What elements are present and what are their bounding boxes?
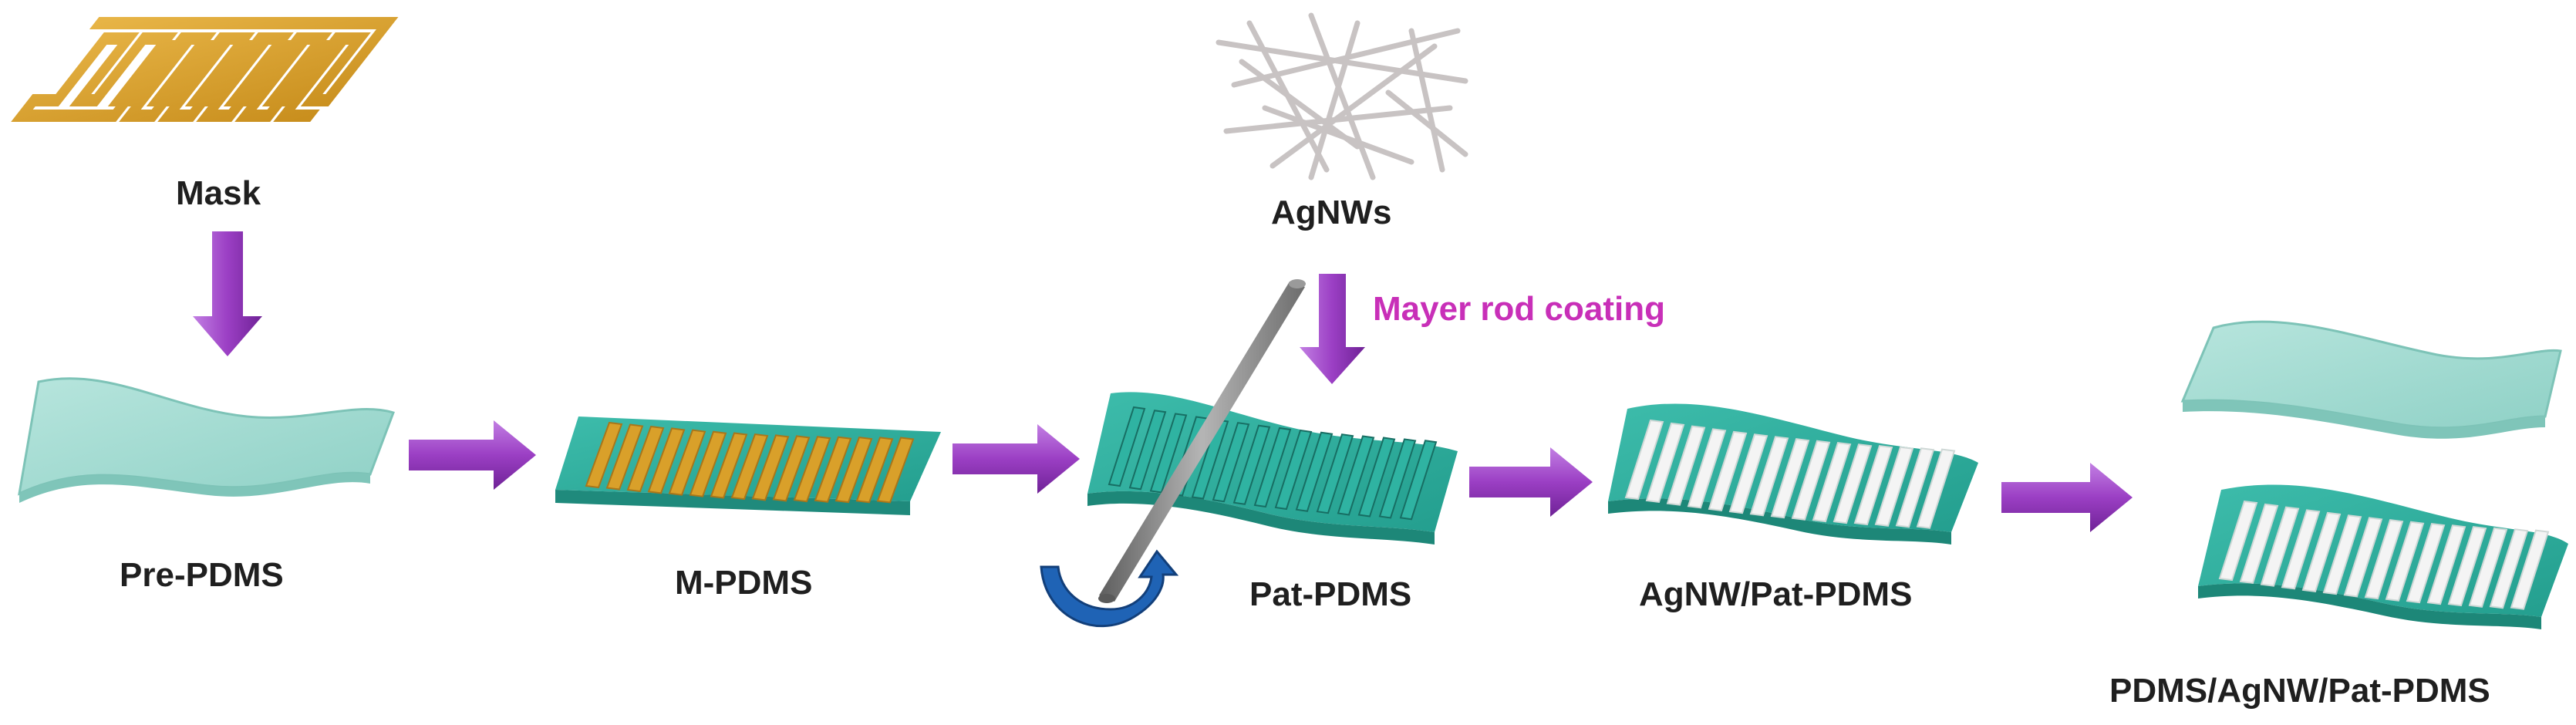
pattern-stripe bbox=[1687, 428, 1727, 509]
m-pdms-label: M-PDMS bbox=[675, 564, 812, 602]
agnw-pat-pdms-label: AgNW/Pat-PDMS bbox=[1639, 575, 1912, 613]
final-agnw-pat-pdms-sheet bbox=[2198, 484, 2568, 629]
mayer-rod-icon bbox=[1098, 279, 1306, 603]
agnws-label: AgNWs bbox=[1271, 194, 1391, 231]
pattern-stripe bbox=[605, 423, 644, 491]
pattern-stripe bbox=[751, 434, 790, 501]
pattern-stripe bbox=[1337, 435, 1375, 516]
pattern-stripe bbox=[2426, 524, 2466, 605]
pattern-stripe bbox=[1149, 413, 1188, 494]
pattern-stripe bbox=[2364, 519, 2404, 600]
m-pdms-gold-pattern bbox=[585, 421, 915, 504]
pattern-stripe bbox=[2301, 511, 2342, 592]
agnws-down-arrow bbox=[1300, 274, 1365, 384]
agnw-white-stripe-pattern bbox=[1624, 419, 1956, 529]
pattern-stripe bbox=[2260, 506, 2300, 587]
pattern-stripe bbox=[1708, 430, 1748, 511]
pattern-stripe bbox=[772, 435, 811, 502]
pattern-stripe bbox=[730, 433, 769, 501]
pattern-stripe bbox=[835, 437, 873, 504]
final-white-stripe-pattern bbox=[2218, 500, 2550, 610]
pattern-stripe bbox=[1833, 443, 1873, 524]
pattern-stripe bbox=[2322, 514, 2362, 595]
pattern-stripe bbox=[1191, 419, 1229, 500]
pattern-stripe bbox=[2218, 500, 2258, 582]
pattern-stripe bbox=[1812, 442, 1852, 523]
pattern-stripe bbox=[1916, 448, 1956, 529]
pattern-stripe bbox=[1316, 433, 1354, 514]
pattern-stripe bbox=[1232, 424, 1271, 505]
pattern-stripe bbox=[1895, 447, 1935, 528]
pattern-stripe bbox=[1399, 440, 1438, 521]
pattern-stripe bbox=[2510, 529, 2550, 610]
pattern-stripe bbox=[668, 429, 706, 496]
pattern-stripe bbox=[1791, 440, 1831, 521]
pat-pdms-label: Pat-PDMS bbox=[1249, 575, 1411, 613]
pattern-stripe bbox=[2468, 527, 2508, 608]
pattern-stripe bbox=[1274, 429, 1313, 511]
pattern-stripe bbox=[647, 427, 686, 494]
pattern-stripe bbox=[1770, 438, 1810, 519]
process-arrow-2 bbox=[953, 424, 1080, 494]
pattern-stripe bbox=[2281, 509, 2321, 590]
pattern-stripe bbox=[710, 432, 748, 499]
pattern-stripe bbox=[689, 430, 727, 497]
nanowire-mesh-icon bbox=[1216, 12, 1468, 180]
pattern-stripe bbox=[1645, 422, 1685, 503]
pattern-stripe bbox=[2447, 525, 2487, 607]
mask-down-arrow bbox=[193, 231, 262, 356]
pattern-stripe bbox=[1128, 410, 1167, 491]
pattern-stripe bbox=[1108, 406, 1146, 487]
pattern-stripe bbox=[2343, 517, 2383, 598]
pattern-stripe bbox=[2385, 521, 2425, 602]
pre-pdms-sheet bbox=[18, 377, 395, 503]
pattern-stripe bbox=[1728, 433, 1768, 514]
pattern-stripe bbox=[585, 421, 623, 489]
pattern-stripe bbox=[2406, 523, 2446, 604]
pattern-stripe bbox=[1853, 444, 1893, 526]
pattern-stripe bbox=[814, 436, 852, 503]
final-label: PDMS/AgNW/Pat-PDMS bbox=[2109, 672, 2490, 710]
pattern-stripe bbox=[1212, 422, 1250, 503]
pattern-stripe bbox=[793, 436, 831, 503]
mask-icon bbox=[11, 17, 399, 122]
process-arrow-1 bbox=[409, 420, 536, 490]
agnw-pat-pdms-sheet bbox=[1608, 403, 1978, 545]
pat-pdms-sheet bbox=[1087, 392, 1458, 545]
pattern-stripe bbox=[1749, 436, 1789, 517]
pattern-stripe bbox=[2489, 528, 2529, 609]
rotate-arrow-icon bbox=[1040, 549, 1179, 628]
pre-pdms-label: Pre-PDMS bbox=[120, 556, 284, 594]
pattern-stripe bbox=[1253, 427, 1292, 508]
pattern-stripe bbox=[2239, 503, 2279, 584]
process-arrow-4 bbox=[2001, 463, 2133, 532]
pdms-cover-sheet bbox=[2180, 320, 2562, 439]
pattern-stripe bbox=[1295, 431, 1334, 512]
mask-label: Mask bbox=[176, 174, 261, 212]
pattern-stripe bbox=[876, 437, 915, 504]
pattern-stripe bbox=[1874, 446, 1914, 527]
m-pdms-sheet bbox=[555, 416, 941, 515]
pattern-stripe bbox=[855, 437, 894, 504]
pattern-stripe bbox=[1378, 438, 1417, 519]
coating-label: Mayer rod coating bbox=[1373, 290, 1665, 328]
pattern-stripe bbox=[1624, 419, 1664, 501]
process-arrow-3 bbox=[1469, 447, 1593, 517]
pattern-stripe bbox=[1666, 425, 1706, 506]
pattern-stripe bbox=[1357, 437, 1396, 518]
pattern-stripe bbox=[626, 425, 665, 493]
